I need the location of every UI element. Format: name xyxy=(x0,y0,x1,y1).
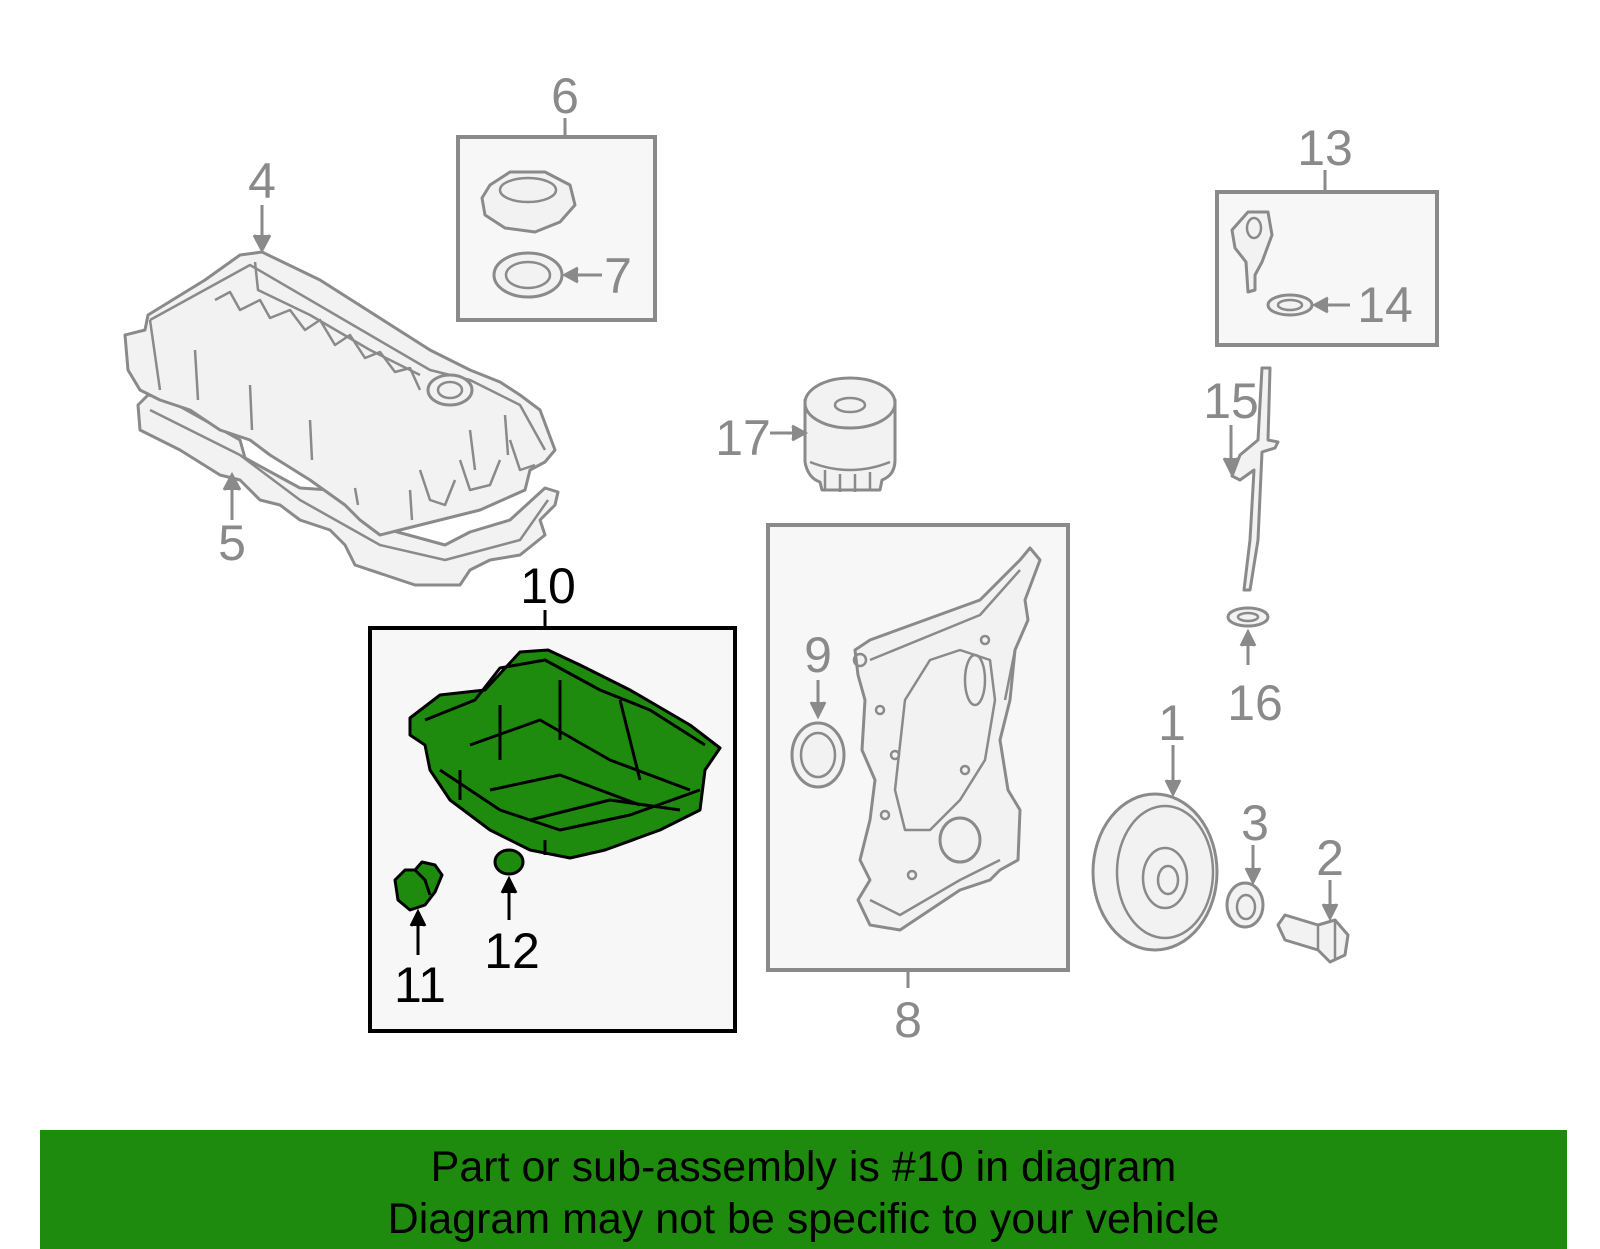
tube-o-ring xyxy=(1226,606,1270,628)
callout-7: 7 xyxy=(604,248,632,304)
dipstick-handle xyxy=(1230,210,1274,294)
drain-plug xyxy=(393,860,444,912)
dipstick-tube xyxy=(1230,366,1280,592)
callout-15: 15 xyxy=(1203,373,1259,429)
drain-plug-gasket xyxy=(493,848,525,876)
callout-6: 6 xyxy=(551,68,579,124)
filler-cap-seal xyxy=(492,251,564,299)
callout-5: 5 xyxy=(218,515,246,571)
callout-12: 12 xyxy=(484,923,540,979)
callout-9: 9 xyxy=(804,627,832,683)
callout-2: 2 xyxy=(1316,830,1344,886)
callout-11: 11 xyxy=(394,957,446,1013)
banner-line-2: Diagram may not be specific to your vehi… xyxy=(387,1195,1220,1243)
callout-4: 4 xyxy=(248,153,276,209)
pulley-bolt xyxy=(1276,913,1350,964)
crankshaft-pulley xyxy=(1091,792,1219,952)
valve-cover xyxy=(123,250,557,537)
dipstick-seal xyxy=(1266,293,1314,317)
filler-cap-box xyxy=(456,135,657,322)
oil-filler-cap xyxy=(480,170,577,234)
pulley-seal xyxy=(1225,881,1265,929)
info-banner: Part or sub-assembly is #10 in diagram D… xyxy=(40,1130,1567,1249)
callout-10: 10 xyxy=(520,558,576,614)
callout-1: 1 xyxy=(1158,695,1186,751)
callout-14: 14 xyxy=(1357,277,1413,333)
callout-13: 13 xyxy=(1297,120,1353,176)
timing-chain-cover xyxy=(852,546,1042,932)
oil-pan xyxy=(408,648,722,860)
banner-line-1: Part or sub-assembly is #10 in diagram xyxy=(430,1143,1177,1191)
valve-cover-gasket xyxy=(136,393,560,587)
callout-16: 16 xyxy=(1227,675,1283,731)
callout-17: 17 xyxy=(715,410,771,466)
oil-filter xyxy=(803,376,897,492)
callout-3: 3 xyxy=(1241,795,1269,851)
callout-8: 8 xyxy=(894,992,922,1048)
crank-seal-9 xyxy=(790,721,846,789)
